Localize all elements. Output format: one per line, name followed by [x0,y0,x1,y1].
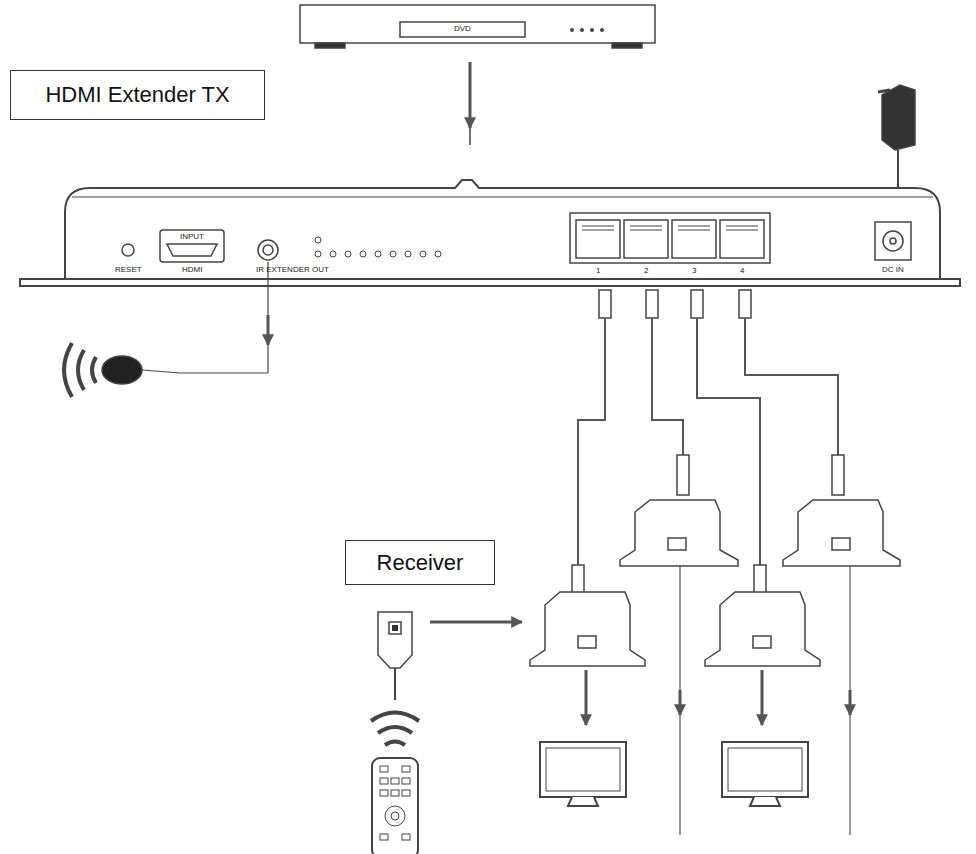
box-title: HDMI Extender TX [45,82,229,108]
label-box: HDMI Extender TX [10,70,265,120]
port-label: DC IN [882,266,904,274]
label-box: Receiver [345,540,495,585]
port-label: IR EXTENDER OUT [256,266,329,274]
box-title: Receiver [377,550,464,576]
port-label: HDMI [182,266,202,274]
port-number: 2 [644,267,648,275]
display-text: DVD [454,25,471,33]
port-label: INPUT [180,233,204,241]
port-number: 1 [596,267,600,275]
button-label: RESET [115,266,142,274]
port-number: 3 [692,267,696,275]
port-number: 4 [740,267,744,275]
